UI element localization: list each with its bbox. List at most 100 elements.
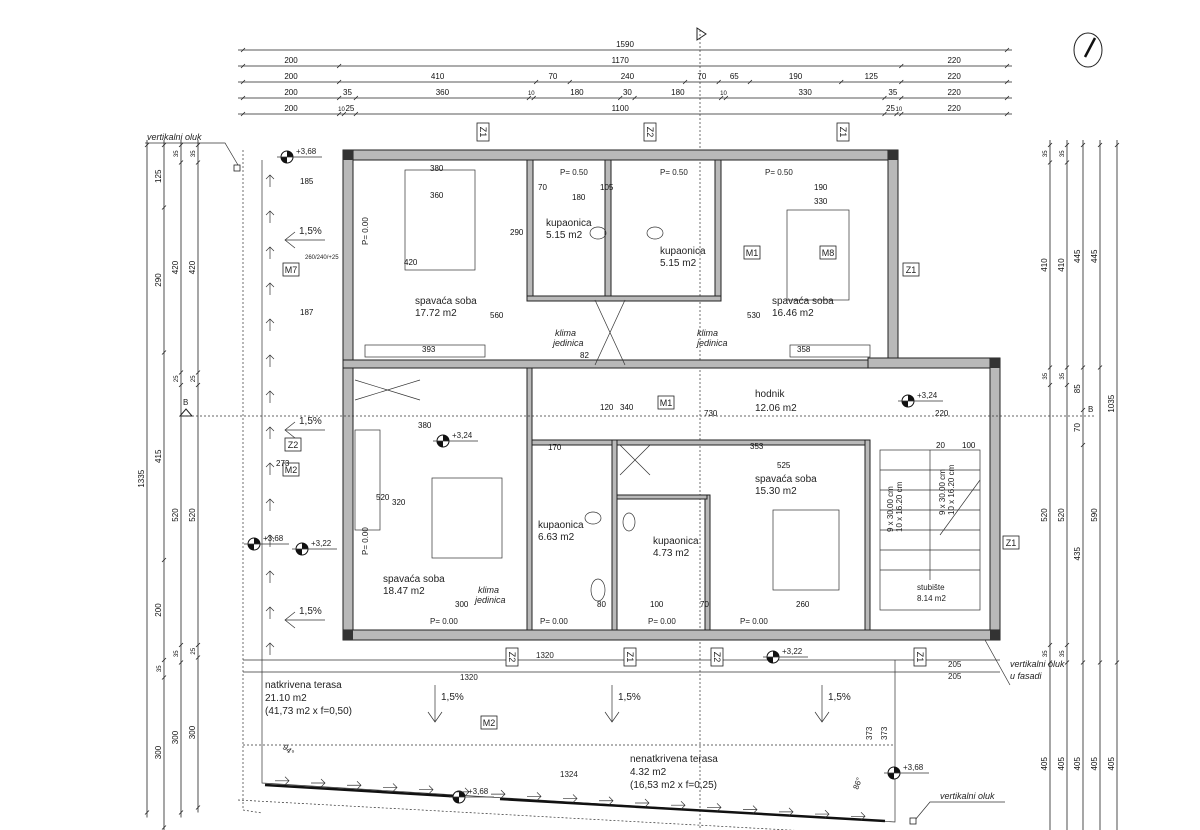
room-name: kupaonica (546, 218, 592, 229)
toilet (584, 511, 602, 525)
parapet-label: P= 0.00 (361, 217, 370, 245)
stair-label: 10 x 16.20 cm (947, 464, 956, 515)
room-name: stubište (917, 583, 945, 592)
room-area: 4.73 m2 (653, 548, 690, 559)
section-marker-icon (178, 408, 194, 417)
dimension-value: 200 (284, 104, 298, 113)
inner-dimension: 300 (455, 600, 469, 609)
dimension-value: 10 (338, 107, 345, 113)
room-name: kupaonica (538, 520, 584, 531)
svg-text:M1: M1 (660, 398, 673, 408)
drain-arrow-icon (419, 785, 434, 794)
ac-unit-label: jedinica (696, 338, 728, 348)
dimension-value: 25 (191, 647, 197, 654)
dimension-value: 520 (1040, 508, 1049, 522)
dimension-value: 590 (1090, 508, 1099, 522)
stair-label: 9 x 30.00 cm (886, 486, 895, 532)
dimension-value: 200 (284, 72, 298, 81)
dimension-value: 10 (896, 107, 903, 113)
gutter-label: vertikalni oluk (940, 791, 995, 801)
element-tag: Z2 (284, 437, 302, 452)
dimension-value: 70 (697, 72, 706, 81)
stair-label: 9 x 30.00 cm (938, 469, 947, 515)
dimension-value: 125 (154, 169, 163, 183)
room-name: spavaća soba (755, 474, 817, 485)
dimension-value: 200 (154, 603, 163, 617)
parapet-label: P= 0.00 (740, 617, 768, 626)
drain-arrow-icon (311, 778, 326, 788)
room-name: spavaća soba (383, 574, 445, 585)
inner-dimension: 360 (430, 191, 444, 200)
dimension-row: 1590 (238, 40, 1012, 53)
drain-arrow-icon (265, 498, 275, 511)
room-area: 5.15 m2 (546, 230, 583, 241)
wardrobe (354, 429, 381, 531)
room-area: 17.72 m2 (415, 308, 457, 319)
dimension-value: 65 (730, 72, 739, 81)
elevation-markers: +3,68+3,68+3,22+3,24+3,24+3,22+3,68+3,68 (244, 147, 943, 804)
dimension-value: 35 (1060, 650, 1066, 657)
dimension-value: 35 (1043, 372, 1049, 379)
svg-text:Z1: Z1 (838, 127, 848, 138)
gutter-label: u fasadi (1010, 671, 1043, 681)
bed (431, 477, 503, 559)
dimension-label: 1324 (560, 770, 578, 779)
dimension-value: 35 (157, 665, 163, 672)
room-area: 15.30 m2 (755, 486, 797, 497)
room-labels: spavaća soba 17.72 m2 kupaonica 5.15 m2 … (265, 218, 946, 791)
room-name: hodnik (755, 389, 785, 400)
svg-text:M8: M8 (822, 248, 835, 258)
room-name: spavaća soba (415, 296, 477, 307)
elevation-marker-icon: +3,24 (433, 431, 478, 448)
elevation-marker-icon: +3,22 (763, 647, 808, 664)
inner-dimension: 100 (962, 441, 976, 450)
dimension-value: 420 (171, 260, 180, 274)
dimension-value: 70 (548, 72, 557, 81)
inner-dimension: 120 (600, 403, 614, 412)
dimension-value: 405 (1073, 757, 1082, 771)
dimension-value: 410 (431, 72, 445, 81)
inner-dimension: 525 (777, 461, 791, 470)
drain-arrow-icon (265, 390, 275, 403)
slope-label: 1,5% (618, 692, 641, 703)
slope-label: 1,5% (299, 606, 322, 617)
terrace-name: nenatkrivena terasa (630, 754, 718, 765)
inner-dimension: 20 (936, 441, 945, 450)
inner-dimension: 220 (935, 409, 949, 418)
inner-dimension: 290 (510, 228, 524, 237)
elevation-marker-icon: +3,24 (898, 391, 943, 408)
angle-label: 86° (851, 776, 864, 790)
svg-text:M7: M7 (285, 265, 298, 275)
dimension-value: 1170 (612, 56, 630, 65)
dimension-value: 360 (436, 88, 450, 97)
inner-dimension: 80 (597, 600, 606, 609)
element-tag: Z1 (1002, 535, 1020, 550)
dimension-label: 1320 (536, 651, 554, 660)
dimension-value: 330 (799, 88, 813, 97)
dimension-value: 520 (171, 508, 180, 522)
inner-dimension: 190 (814, 183, 828, 192)
svg-text:Z1: Z1 (906, 265, 917, 275)
inner-dimension: 560 (490, 311, 504, 320)
inner-dimension: 105 (600, 183, 614, 192)
elevation-label: +3,68 (468, 787, 489, 796)
dimension-value: 200 (284, 88, 298, 97)
dimension-value: 180 (671, 88, 685, 97)
dimension-value: 220 (947, 104, 961, 113)
drain-arrow-icon (265, 354, 275, 367)
drain-arrow-icon (707, 803, 722, 812)
dimension-value: 25 (886, 104, 895, 113)
inner-dimension: 380 (418, 421, 432, 430)
dimension-value: 290 (154, 273, 163, 287)
shafts (354, 299, 651, 476)
dimension-value: 1590 (616, 40, 634, 49)
dimension-value: 25 (191, 375, 197, 382)
dimension-value: 300 (188, 725, 197, 739)
drain-arrow-icon (779, 807, 794, 817)
dimension-value: 445 (1090, 249, 1099, 263)
toilet (589, 226, 607, 240)
drain-arrow-icon (265, 462, 275, 475)
